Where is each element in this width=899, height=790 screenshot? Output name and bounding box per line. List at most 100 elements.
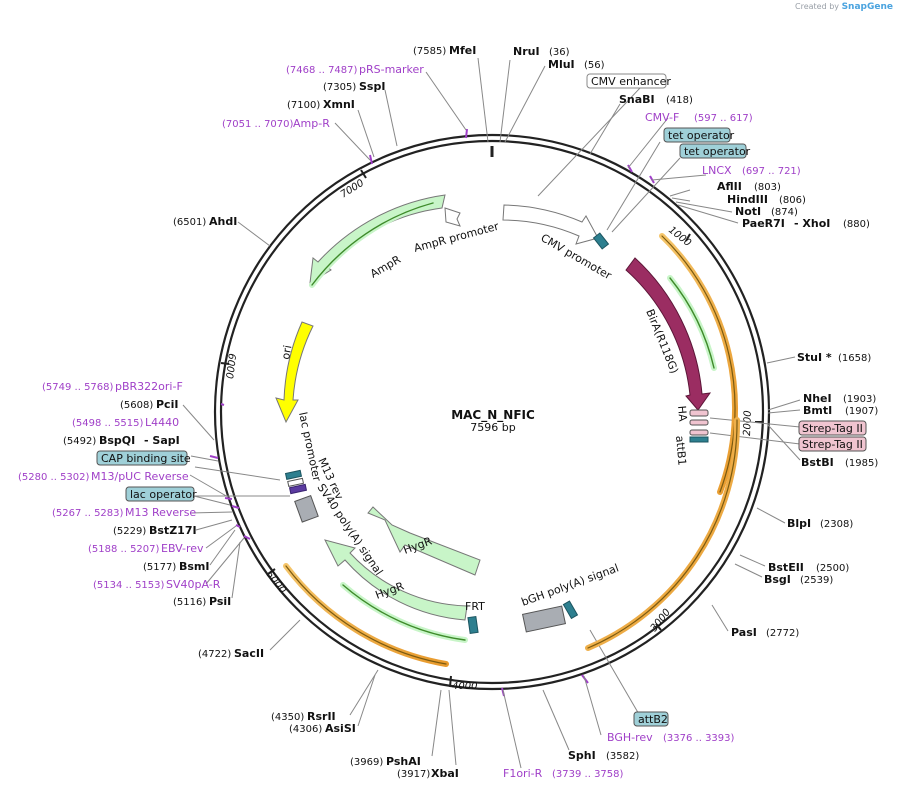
site-coord-bspqi: (5492) <box>63 436 96 447</box>
bira-arrow <box>625 257 712 411</box>
site-name-hindiii: HindIII <box>727 193 768 206</box>
site-coord-asisi: (4306) <box>289 724 322 735</box>
cmv-promoter-arrow <box>502 204 599 245</box>
tick-5000: 5000 <box>264 569 288 596</box>
site-name-mfei: MfeI <box>449 44 476 57</box>
site-coord-bstz17i: (5229) <box>113 526 146 537</box>
site-name-aflii: AflII <box>717 180 742 193</box>
site-name-pcii: PciI <box>156 398 178 411</box>
site-name-pshai: PshAI <box>386 755 421 768</box>
site-name-nhei: NheI <box>803 392 832 405</box>
primer-name-cmv-f: CMV-F <box>645 111 679 124</box>
site-coord-sspi: (7305) <box>323 82 356 93</box>
site-coord-aflii: (803) <box>754 182 781 193</box>
credit: Created by SnapGene <box>795 2 893 12</box>
primer-name-m13-reverse: M13 Reverse <box>125 506 196 519</box>
outer-arcs <box>283 200 741 667</box>
site-name-sapi: - SapI <box>144 434 180 447</box>
label-frt: FRT <box>465 600 485 613</box>
credit-prefix: Created by <box>795 2 840 11</box>
cmv-teal-block <box>592 232 610 250</box>
primer-name-f1ori-r: F1ori-R <box>503 767 543 780</box>
site-name-ahdi: AhdI <box>209 215 237 228</box>
tick-6000: 6000 <box>223 353 237 380</box>
hygr-arrow-1 <box>367 506 481 576</box>
site-coord-pcii: (5608) <box>120 400 153 411</box>
site-coord-hindiii: (806) <box>779 195 806 206</box>
plasmid-name: MAC_N_NFIC <box>451 408 535 423</box>
site-name-pasi: PasI <box>731 626 757 639</box>
primer-labels: (7468 .. 7487) pRS-marker (7051 .. 7070)… <box>18 63 801 780</box>
backbone-outer <box>213 133 771 691</box>
box-tet-operator-1: tet operator <box>668 129 735 142</box>
site-name-sspi: SspI <box>359 80 385 93</box>
site-name-paer7i: PaeR7I <box>742 217 785 230</box>
site-coord-pshai: (3969) <box>350 757 383 768</box>
site-name-bspqi: BspQI <box>99 434 135 447</box>
primer-coord-cmv-f: (597 .. 617) <box>694 113 753 124</box>
site-name-xbai: XbaI <box>431 767 459 780</box>
site-name-sacii: SacII <box>234 647 264 660</box>
site-leaders <box>182 57 801 769</box>
backbone-inner <box>219 139 765 685</box>
hygr-arrow-2 <box>324 539 468 621</box>
primer-coord-m13puc: (5280 .. 5302) <box>18 472 90 483</box>
primer-name-pbr322ori-f: pBR322ori-F <box>115 380 183 393</box>
box-attb2: attB2 <box>638 713 668 726</box>
m13-block <box>288 483 308 495</box>
site-name-nrui: NruI <box>513 45 540 58</box>
box-strep-tag-1: Strep-Tag II <box>802 422 863 435</box>
box-lac-operator: lac operator <box>130 488 197 501</box>
site-coord-noti: (874) <box>771 207 798 218</box>
primer-name-lncx: LNCX <box>702 164 732 177</box>
site-labels: (7585) MfeI NruI (36) MluI (56) SnaBI (4… <box>63 44 878 780</box>
site-coord-mlui: (56) <box>584 60 605 71</box>
label-ha: HA <box>675 405 689 422</box>
primer-name-bgh-rev: BGH-rev <box>607 731 653 744</box>
site-coord-bstbi: (1985) <box>845 458 878 469</box>
ori-arrow <box>275 321 314 424</box>
site-name-bstbi: BstBI <box>801 456 834 469</box>
box-tet-operator-2: tet operator <box>684 145 751 158</box>
site-name-asisi: AsiSI <box>325 722 356 735</box>
site-name-sphi: SphI <box>568 749 596 762</box>
site-name-bsgi: BsgI <box>764 573 791 586</box>
box-strep-tag-2: Strep-Tag II <box>802 438 863 451</box>
strep-block-1 <box>689 419 709 426</box>
lac-operator-block <box>284 469 303 480</box>
primer-coord-amp-r: (7051 .. 7070) <box>222 119 294 130</box>
primer-coord-bgh-rev: (3376 .. 3393) <box>663 733 735 744</box>
site-coord-snabi: (418) <box>666 95 693 106</box>
site-coord-bsgi: (2539) <box>800 575 833 586</box>
site-coord-sacii: (4722) <box>198 649 231 660</box>
attb1-block <box>689 436 709 443</box>
boxed-labels: CMV enhancer tet operator tet operator S… <box>96 73 867 727</box>
plasmid-length: 7596 bp <box>470 421 515 434</box>
tick-2000: 2000 <box>742 410 754 436</box>
site-name-noti: NotI <box>735 205 761 218</box>
primer-coord-prs-marker: (7468 .. 7487) <box>286 65 358 76</box>
frt-block <box>467 615 479 635</box>
attb2-block <box>562 600 579 620</box>
tick-7000: 7000 <box>339 178 366 201</box>
site-name-bstz17i: BstZ17I <box>149 524 197 537</box>
site-coord-nrui: (36) <box>549 47 570 58</box>
tick-4000: 4000 <box>452 681 477 692</box>
site-coord-bsteii: (2500) <box>816 563 849 574</box>
site-name-psii: PsiI <box>209 595 231 608</box>
site-coord-nhei: (1903) <box>843 394 876 405</box>
primer-name-amp-r: Amp-R <box>293 117 330 130</box>
site-name-mlui: MluI <box>548 58 575 71</box>
site-coord-blpi: (2308) <box>820 519 853 530</box>
site-name-xhoi: - XhoI <box>794 217 830 230</box>
site-coord-ahdi: (6501) <box>173 217 206 228</box>
site-name-bsmi: BsmI <box>179 560 210 573</box>
primer-coord-l4440: (5498 .. 5515) <box>72 418 144 429</box>
primer-name-sv40pa-r: SV40pA-R <box>166 578 221 591</box>
site-coord-xmni: (7100) <box>287 100 320 111</box>
bgh-block <box>521 605 567 633</box>
site-coord-bmti: (1907) <box>845 406 878 417</box>
site-name-snabi: SnaBI <box>619 93 655 106</box>
box-cmv-enhancer: CMV enhancer <box>591 75 671 88</box>
